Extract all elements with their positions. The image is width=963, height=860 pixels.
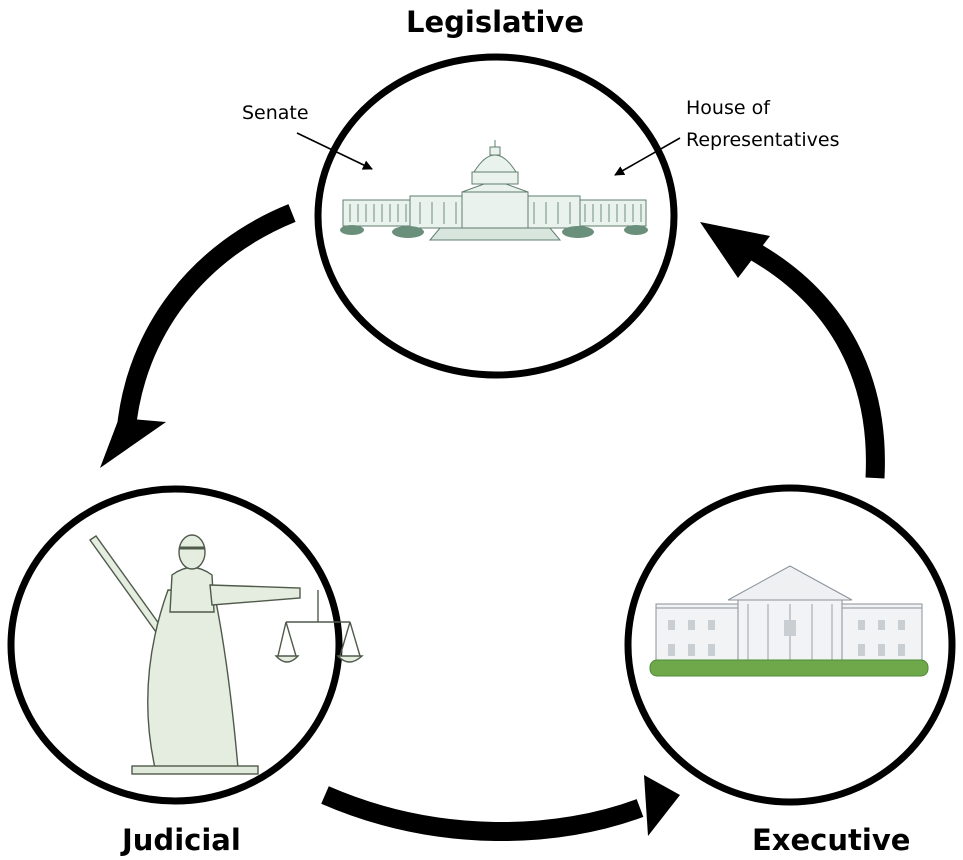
senate-label: Senate (242, 102, 309, 124)
arrow-executive-to-legislative (700, 222, 885, 479)
arrow-legislative-to-judicial (100, 204, 296, 468)
executive-title: Executive (752, 823, 911, 857)
house-label-line2: Representatives (686, 129, 840, 151)
lady-justice-icon (89, 534, 364, 775)
capitol-trees-icon (340, 225, 648, 238)
judicial-circle (7, 485, 343, 805)
house-label: House of Representatives (686, 92, 839, 156)
white-house-icon (655, 565, 923, 667)
house-label-line1: House of (686, 97, 770, 119)
legislative-title: Legislative (406, 5, 584, 39)
judicial-title: Judicial (122, 823, 241, 857)
house-pointer-arrow (614, 137, 681, 176)
capitol-building-icon (342, 140, 647, 241)
senate-pointer-arrow (296, 132, 373, 170)
white-house-hedge-icon (649, 659, 929, 677)
legislative-circle (314, 53, 678, 379)
executive-circle (624, 484, 956, 806)
arrow-judicial-to-executive (321, 775, 680, 842)
